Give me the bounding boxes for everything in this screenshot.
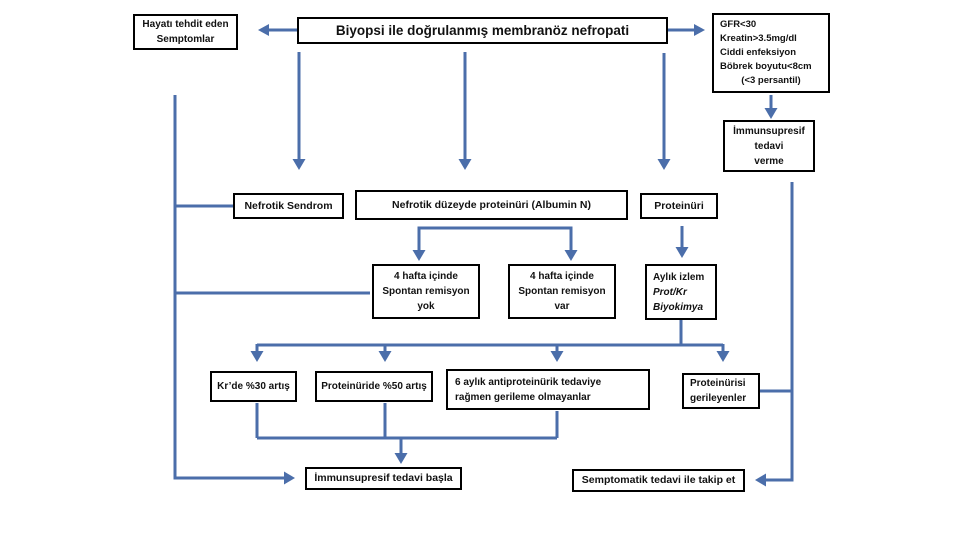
connector-proteinuria-to-monthly — [675, 226, 689, 258]
node-text: GFR<30 — [720, 19, 757, 30]
node-start-immunosuppressive: İmmunsupresif tedavi başla — [305, 467, 462, 490]
node-text: Aylık izlem — [653, 271, 705, 283]
node-text: Semptomlar — [156, 34, 215, 45]
node-text: Proteinüride %50 artış — [321, 381, 427, 392]
node-withhold-immunosuppressive: İmmunsupresif tedavi verme — [723, 120, 815, 172]
node-proteinuria-rise: Proteinüride %50 artış — [315, 371, 433, 402]
node-text: var — [554, 301, 570, 312]
node-text: 4 hafta içinde — [530, 271, 594, 282]
node-text: Hayatı tehdit eden — [142, 19, 229, 30]
node-text: Nefrotik Sendrom — [244, 199, 333, 212]
node-text: (<3 persantil) — [741, 75, 801, 86]
node-proteinuria-regressing: Proteinürisi gerileyenler — [682, 373, 760, 409]
connector-nephrotic-range-bracket — [412, 226, 578, 261]
node-contraindications: GFR<30 Kreatin>3.5mg/dl Ciddi enfeksiyon… — [712, 13, 830, 93]
node-nephrotic-syndrome: Nefrotik Sendrom — [233, 193, 344, 219]
node-text: gerileyenler — [690, 393, 747, 404]
connector-title-to-proteinuria — [657, 53, 671, 170]
node-nephrotic-range-proteinuria: Nefrotik düzeyde proteinüri (Albumin N) — [355, 190, 628, 220]
node-text: tedavi — [754, 140, 784, 152]
connector-left-rail — [173, 95, 370, 485]
connector-title-to-nephrotic-syndrome — [292, 52, 306, 170]
node-symptomatic-followup: Semptomatik tedavi ile takip et — [572, 469, 745, 492]
node-text: rağmen gerileme olmayanlar — [455, 391, 591, 403]
node-no-regression: 6 aylık antiproteinürik tedaviye rağmen … — [446, 369, 650, 410]
node-text: Biyokimya — [653, 301, 704, 313]
node-text: Nefrotik düzeyde proteinüri (Albumin N) — [392, 198, 591, 211]
node-text: 4 hafta içinde — [394, 271, 458, 282]
connector-row3-bracket — [255, 403, 559, 464]
node-text: Kreatin>3.5mg/dl — [720, 33, 797, 44]
node-text: Semptomatik tedavi ile takip et — [581, 474, 736, 486]
node-text: Prot/Kr — [653, 286, 687, 298]
connector-title-to-contraindications — [668, 24, 705, 36]
node-creatinine-rise: Kr’de %30 artış — [210, 371, 297, 402]
node-life-threatening-symptoms: Hayatı tehdit eden Semptomlar — [133, 14, 238, 50]
node-monthly-followup: Aylık izlem Prot/Kr Biyokimya — [645, 264, 717, 320]
node-spontaneous-remission: 4 hafta içinde Spontan remisyon var — [508, 264, 616, 319]
connector-title-to-nephrotic-range — [458, 52, 472, 170]
diagram-title: Biyopsi ile doğrulanmış membranöz nefrop… — [335, 23, 630, 38]
node-text: İmmunsupresif — [733, 125, 805, 137]
node-text: Spontan remisyon — [518, 286, 606, 297]
connector-monthly-rail — [250, 320, 730, 362]
node-text: İmmunsupresif tedavi başla — [314, 472, 453, 484]
node-proteinuria: Proteinüri — [640, 193, 718, 219]
node-text: Proteinürisi — [690, 378, 746, 389]
node-text: yok — [417, 301, 435, 312]
connector-title-to-life-threatening — [258, 24, 297, 36]
node-text: Böbrek boyutu<8cm — [720, 61, 812, 72]
node-text: Kr’de %30 artış — [217, 381, 290, 392]
node-text: Ciddi enfeksiyon — [720, 47, 797, 58]
node-text: verme — [754, 155, 784, 167]
node-title-membranous-nephropathy: Biyopsi ile doğrulanmış membranöz nefrop… — [297, 17, 668, 44]
connector-contraindications-to-withhold — [764, 95, 778, 119]
node-text: Proteinüri — [654, 199, 704, 212]
node-no-spontaneous-remission: 4 hafta içinde Spontan remisyon yok — [372, 264, 480, 319]
connector-withhold-to-symptomatic — [755, 182, 794, 487]
node-text: Spontan remisyon — [382, 286, 470, 297]
node-text: 6 aylık antiproteinürik tedaviye — [455, 376, 602, 388]
